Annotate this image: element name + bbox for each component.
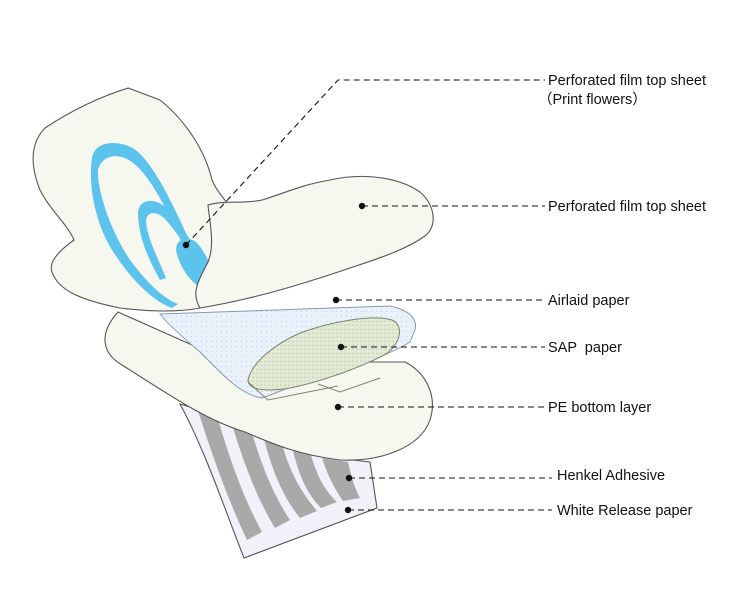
adhesive-strip: [262, 430, 317, 518]
leader-line-print: [185, 79, 545, 246]
pointer-dot-top-sheet: [358, 202, 366, 210]
label-top-sheet: Perforated film top sheet: [548, 199, 706, 215]
label-adhesive: Henkel Adhesive: [557, 468, 665, 484]
label-top-sheet-print: Perforated film top sheet: [548, 73, 706, 89]
pointer-dot-adhesive: [345, 474, 353, 482]
pointer-dot-print: [182, 241, 190, 249]
pointer-dot-pe: [334, 403, 342, 411]
pointer-dots: [182, 202, 366, 514]
pointer-dot-release: [344, 506, 352, 514]
adhesive-strip: [230, 413, 290, 528]
label-airlaid: Airlaid paper: [548, 293, 630, 309]
adhesive-strip: [196, 398, 262, 540]
pointer-dot-airlaid: [332, 296, 340, 304]
adhesive-strip: [322, 458, 360, 501]
label-release: White Release paper: [557, 503, 693, 519]
label-sap: SAP paper: [548, 340, 622, 356]
sap-paper-layer: [247, 317, 401, 391]
perforated-film-top-sheet: [195, 175, 434, 309]
label-pe-bottom: PE bottom layer: [548, 400, 651, 416]
leader-lines: [185, 79, 552, 511]
sap-paper-edge: [247, 377, 381, 401]
release-paper-layer: [178, 398, 378, 559]
adhesive-strips: [196, 398, 360, 540]
print-inner-arc: [138, 200, 210, 280]
adhesive-strip: [292, 446, 337, 508]
label-top-sheet-print-sub: （Print flowers）: [538, 91, 647, 108]
labels: Perforated film top sheet （Print flowers…: [538, 73, 706, 519]
pointer-dot-sap: [337, 343, 345, 351]
